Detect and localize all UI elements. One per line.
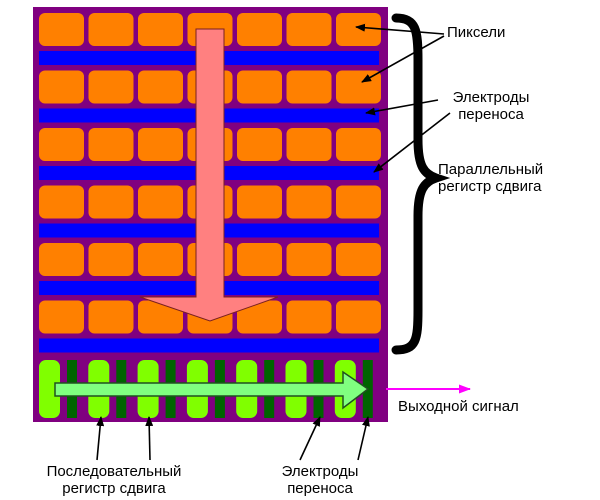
transfer-electrodes-label: Электроды переноса bbox=[437, 89, 545, 123]
serial-electrodes-pointer bbox=[357, 416, 370, 461]
serial-register-pointer bbox=[145, 416, 154, 461]
serial-register-label-line1: Последовательный bbox=[46, 463, 182, 480]
transfer-electrodes-label-line1: Электроды bbox=[452, 89, 530, 106]
pixel bbox=[88, 185, 134, 219]
serial-electrodes-label-line2: переноса bbox=[287, 480, 353, 497]
pixel bbox=[39, 128, 84, 161]
horizontal-shift-arrow bbox=[54, 370, 370, 410]
serial-electrodes-label: Электроды переноса bbox=[262, 463, 378, 497]
serial-register-pointer bbox=[96, 416, 105, 461]
pixel bbox=[237, 128, 282, 161]
parallel-register-brace bbox=[391, 13, 451, 355]
pixel bbox=[88, 13, 134, 46]
pixel bbox=[237, 300, 282, 334]
pixel bbox=[336, 13, 381, 46]
pixel bbox=[39, 185, 84, 219]
pixel bbox=[39, 13, 84, 46]
pixel bbox=[39, 243, 84, 276]
pixel bbox=[138, 128, 183, 161]
pixel bbox=[286, 185, 332, 219]
transfer-electrode bbox=[39, 338, 379, 353]
transfer-electrodes-label-line2: переноса bbox=[458, 106, 524, 123]
pixel bbox=[237, 243, 282, 276]
parallel-register-label: Параллельный регистр сдвига bbox=[438, 161, 543, 195]
serial-electrodes-pointer bbox=[299, 416, 321, 461]
pixel bbox=[138, 243, 183, 276]
pixel bbox=[286, 300, 332, 334]
pixel bbox=[237, 13, 282, 46]
pixels-pointer bbox=[355, 23, 445, 35]
pixel bbox=[138, 13, 183, 46]
pixel bbox=[286, 128, 332, 161]
pixel bbox=[138, 185, 183, 219]
pixel bbox=[336, 243, 381, 276]
pixel bbox=[88, 243, 134, 276]
pixel bbox=[237, 70, 282, 104]
pixels-pointer bbox=[361, 35, 445, 83]
serial-electrodes-label-line1: Электроды bbox=[281, 463, 359, 480]
serial-register-element bbox=[39, 360, 60, 418]
pixel bbox=[336, 300, 381, 334]
parallel-register-label-line2: регистр сдвига bbox=[438, 178, 542, 195]
pixel bbox=[88, 128, 134, 161]
serial-register-label: Последовательный регистр сдвига bbox=[22, 463, 206, 497]
pixel bbox=[138, 300, 183, 334]
pixel bbox=[286, 70, 332, 104]
pixel bbox=[237, 185, 282, 219]
pixel bbox=[286, 243, 332, 276]
pixel bbox=[286, 13, 332, 46]
serial-register-label-line2: регистр сдвига bbox=[62, 480, 166, 497]
pixel bbox=[39, 300, 84, 334]
transfer-electrodes-pointer bbox=[373, 112, 451, 173]
vertical-shift-arrow bbox=[139, 28, 279, 322]
pixels-label: Пиксели bbox=[447, 24, 506, 41]
pixel bbox=[39, 70, 84, 104]
pixel bbox=[336, 185, 381, 219]
parallel-register-label-line1: Параллельный bbox=[438, 161, 544, 178]
pixel bbox=[138, 70, 183, 104]
pixel bbox=[88, 300, 134, 334]
pixel bbox=[336, 128, 381, 161]
transfer-electrodes-pointer bbox=[365, 99, 439, 116]
pixel bbox=[88, 70, 134, 104]
output-signal-label: Выходной сигнал bbox=[398, 398, 519, 415]
